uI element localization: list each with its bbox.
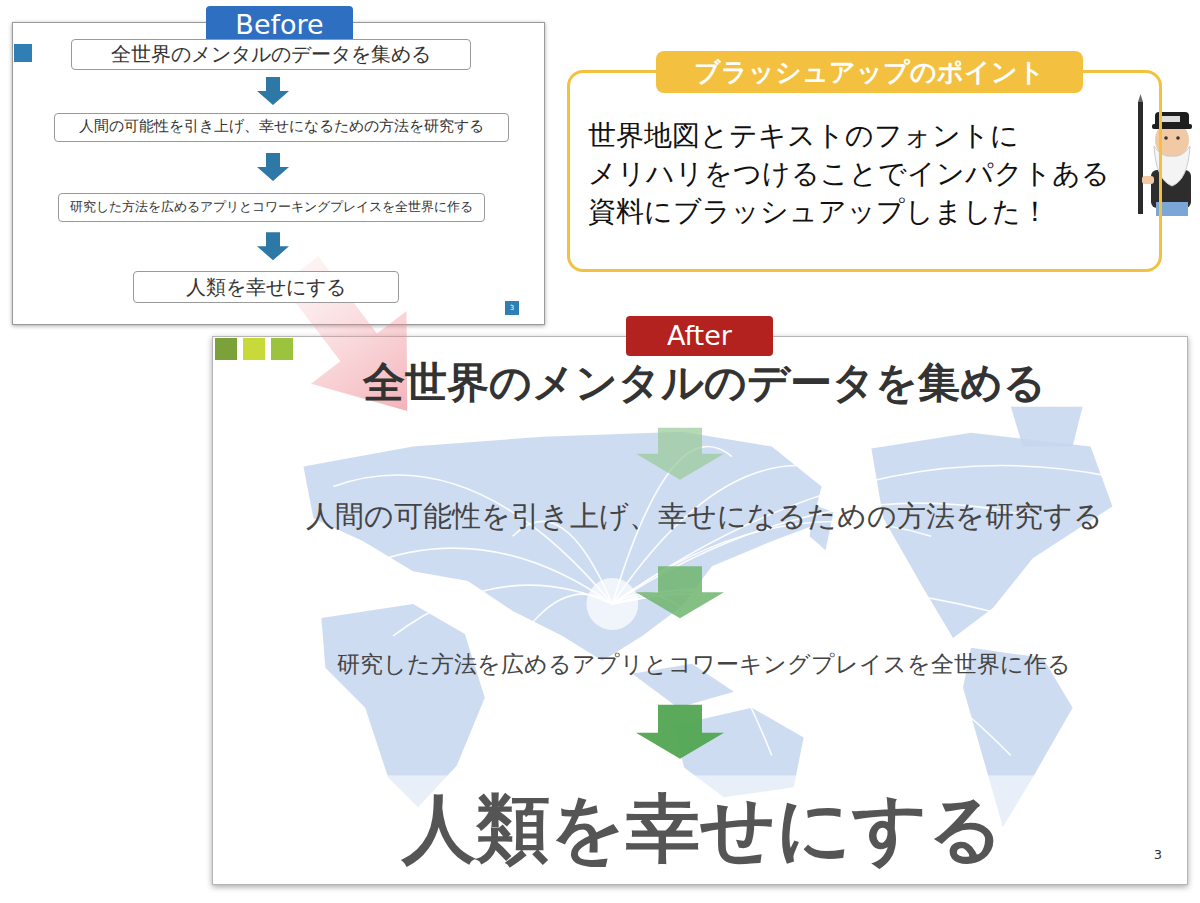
cap-badge (1162, 116, 1180, 122)
accent-square (215, 338, 237, 360)
callout-heading: ブラッシュアップのポイント (656, 51, 1083, 93)
accent-square (271, 338, 293, 360)
hand (1142, 176, 1154, 184)
point-callout: ブラッシュアップのポイント世界地図とテキストのフォントに メリハリをつけることで… (567, 70, 1162, 272)
pen-shaft (1138, 102, 1143, 214)
step-text: 人間の可能性を引き上げ、幸せになるための方法を研究する (79, 118, 484, 135)
slide-tag: Before (206, 6, 353, 43)
cap-brim (1152, 124, 1192, 129)
eye (1164, 136, 1168, 140)
flow-arrow (636, 428, 724, 480)
goal-text: 人類を幸せにする (396, 784, 1010, 874)
flow-arrow (636, 566, 724, 618)
step-box: 全世界のメンタルのデータを集める (71, 39, 471, 70)
slide-marker (14, 44, 34, 64)
statement-text: 研究した方法を広めるアプリとコワーキングプレイスを全世界に作る (331, 649, 1077, 680)
step-text: 人類を幸せにする (402, 786, 1004, 871)
flow-arrow (257, 153, 289, 181)
step-box: 人間の可能性を引き上げ、幸せになるための方法を研究する (54, 113, 509, 142)
before-slide: Before全世界のメンタルのデータを集める人間の可能性を引き上げ、幸せになるた… (12, 22, 545, 325)
transition-arrow (282, 256, 408, 411)
artist-illustration (1126, 94, 1200, 220)
slide-tag: After (626, 316, 773, 356)
step-text: 全世界のメンタルのデータを集める (111, 43, 431, 66)
flow-arrow (636, 705, 724, 759)
step-text: 研究した方法を広めるアプリとコワーキングプレイスを全世界に作る (70, 200, 473, 215)
flow-arrow (257, 77, 289, 105)
pen-nib (1138, 94, 1143, 102)
page-number: 3 (1136, 844, 1180, 866)
step-box: 研究した方法を広めるアプリとコワーキングプレイスを全世界に作る (58, 193, 485, 222)
step-text: 研究した方法を広めるアプリとコワーキングプレイスを全世界に作る (337, 651, 1071, 677)
step-text: 人間の可能性を引き上げ、幸せになるための方法を研究する (306, 500, 1103, 533)
accent-square (243, 338, 265, 360)
statement-text: 人間の可能性を引き上げ、幸せになるための方法を研究する (300, 498, 1109, 536)
after-slide: After全世界のメンタルのデータを集める人間の可能性を引き上げ、幸せになるため… (212, 336, 1188, 885)
page-number: 3 (505, 301, 519, 315)
eye (1176, 136, 1180, 140)
goal-box: 人類を幸せにする (133, 271, 399, 303)
headline-text: 全世界のメンタルのデータを集める (357, 357, 1052, 410)
step-text: 全世界のメンタルのデータを集める (363, 359, 1046, 407)
flow-arrow (257, 232, 289, 260)
step-text: 人類を幸せにする (186, 276, 346, 299)
callout-body-text: 世界地図とテキストのフォントに メリハリをつけることでインパクトある 資料にブラ… (588, 117, 1128, 231)
